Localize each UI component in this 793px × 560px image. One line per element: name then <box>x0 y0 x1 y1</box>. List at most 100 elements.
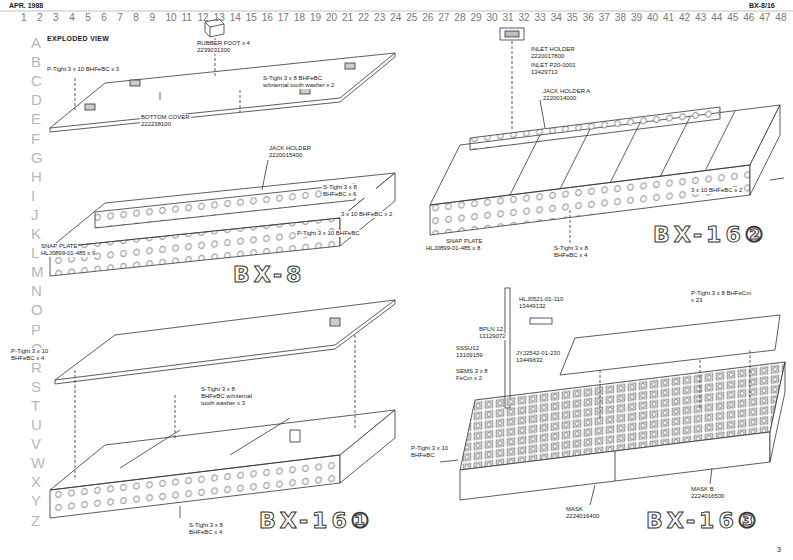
grid-row-letter: C <box>30 72 43 89</box>
part-label: 2224016500 <box>690 493 725 500</box>
grid-row-letter: B <box>30 53 42 70</box>
part-label: 13109159 <box>455 352 484 359</box>
grid-row-letter: P <box>30 321 42 338</box>
grid-column-number: 23 <box>373 12 386 24</box>
pcb-part <box>530 318 552 324</box>
grid-column-number: 5 <box>84 12 92 24</box>
bx8-drawing <box>50 19 395 276</box>
grid-row-letter: Y <box>30 492 42 509</box>
chassis-side <box>770 362 785 462</box>
grid-row-letter: T <box>30 397 41 414</box>
rubber-foot-edge <box>210 27 211 37</box>
part-label: 2220014000 <box>542 95 577 102</box>
grid-row-letter: H <box>30 168 43 185</box>
part-label: P-Tight 3 x 10 BHFeBC <box>296 230 360 237</box>
leader-line <box>710 468 712 484</box>
screw-axis <box>240 90 241 112</box>
top-cover <box>55 300 395 380</box>
grid-row-letter: D <box>30 91 43 108</box>
grid-column-number: 8 <box>132 12 140 24</box>
grid-row-letter: N <box>30 282 43 299</box>
part-label: HLJ0521-01-110 <box>518 296 564 303</box>
screw <box>180 506 181 518</box>
part-label: INLET P20-0001 <box>530 62 577 69</box>
grid-column-number: 14 <box>229 12 242 24</box>
screw <box>770 178 784 180</box>
grid-column-number: 48 <box>774 12 787 24</box>
grid-column-number: 34 <box>550 12 563 24</box>
grid-column-number: 12 <box>197 12 210 24</box>
grid-column-number: 42 <box>678 12 691 24</box>
part-label: BOTTOM COVER <box>140 114 191 121</box>
grid-row-letter: Z <box>30 512 41 529</box>
part-label: SEMS 3 x 8 FeCm x 2 <box>455 368 502 382</box>
grid-column-number: 11 <box>181 12 193 24</box>
screw-axis <box>600 370 601 420</box>
grid-row-letter: L <box>30 244 40 261</box>
grid-row-letter: A <box>30 34 42 51</box>
grid-column-number: 44 <box>710 12 723 24</box>
grid-column-number: 27 <box>437 12 450 24</box>
grid-column-number: 39 <box>630 12 643 24</box>
grid-row-letter: U <box>30 416 43 433</box>
jack-holder-a <box>470 107 720 150</box>
part-label: 3 x 10 BHFeBC x 2 <box>690 187 743 194</box>
chassis-side <box>340 410 395 483</box>
grid-column-number: 7 <box>116 12 124 24</box>
part-label: MASK B <box>690 486 715 493</box>
mask-split <box>615 451 616 481</box>
grid-column-number: 25 <box>405 12 418 24</box>
partition <box>120 430 180 468</box>
grid-column-number: 32 <box>518 12 531 24</box>
chassis-front-mask <box>460 432 770 500</box>
grid-column-number: 17 <box>277 12 290 24</box>
grid-column-number: 41 <box>662 12 675 24</box>
part-label: S-Tight 3 x 8 BHFeBC x 6 <box>322 184 376 198</box>
part-label: BPLN 12 <box>478 326 504 333</box>
header-date: APR. 1988 <box>8 2 44 10</box>
part-label: S-Tight 3 x 8 BHFeBC w/internal tooth wa… <box>200 386 260 407</box>
part-label: P-Tight 3 x 10 BHFeBC x 4 <box>10 348 54 362</box>
part-label: 2220017800 <box>530 53 565 60</box>
grid-column-number: 30 <box>485 12 498 24</box>
screw-axis <box>570 210 571 243</box>
bracket <box>290 430 300 442</box>
grid-column-number: 33 <box>534 12 547 24</box>
screw-axis <box>75 78 76 110</box>
header-rule <box>0 11 793 12</box>
grid-column-number: 13 <box>213 12 226 24</box>
frame <box>0 11 793 12</box>
part-label: 222238100 <box>140 121 172 128</box>
grid-row-letter: I <box>30 187 36 204</box>
page-number: 3 <box>776 546 782 554</box>
grid-column-number: 40 <box>646 12 659 24</box>
grid-column-number: 47 <box>758 12 771 24</box>
grid-column-number: 1 <box>20 12 28 24</box>
part-label: JYJ2542-01-230 <box>515 350 561 357</box>
part-label: JACK HOLDER <box>268 145 312 152</box>
part-label: S-Tight 3 x 8 BHFeBC x 4 <box>188 522 245 536</box>
bracket <box>505 288 510 408</box>
screw-axis <box>700 360 701 410</box>
part-label: P-Tight 3 x 10 BHFeBC <box>410 445 460 459</box>
grid-column-number: 10 <box>164 12 177 24</box>
grid-column-number: 19 <box>309 12 322 24</box>
leader-line <box>590 485 595 505</box>
model-name: BX-16③ <box>645 508 761 533</box>
grid-column-number: 38 <box>614 12 627 24</box>
grid-column-number: 43 <box>694 12 707 24</box>
model-name: BX-8 <box>232 262 306 287</box>
grid-row-letter: E <box>30 110 42 127</box>
part-label: 13429713 <box>530 69 559 76</box>
grid-row-letter: G <box>30 149 44 166</box>
screw-axis <box>355 335 356 430</box>
bottom-cover <box>50 53 395 128</box>
screw-axis <box>750 350 751 400</box>
grid-column-number: 26 <box>421 12 434 24</box>
rubber-foot <box>85 104 95 110</box>
screw <box>440 460 458 462</box>
part-label: HLJ0899-01-485 x 8 <box>425 245 481 252</box>
grid-column-number: 35 <box>566 12 579 24</box>
grid-column-number: 45 <box>726 12 739 24</box>
part-label: INLET HOLDER <box>530 46 576 53</box>
